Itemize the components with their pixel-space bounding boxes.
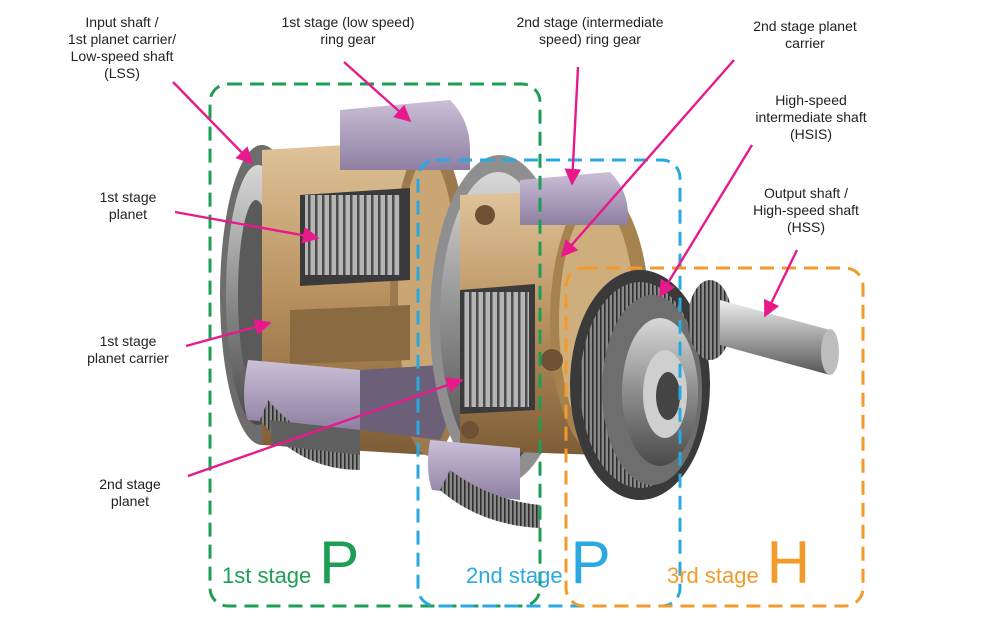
label-planet-1: 1st stage planet [99,189,157,222]
stage3-label: 3rd stage H [667,528,810,597]
stage2-word: 2nd stage [466,563,563,588]
arrow-hsis [658,144,754,298]
label-ring-gear-1: 1st stage (low speed) ring gear [281,14,415,47]
stage1-letter: P [319,529,360,596]
label-input-shaft: Input shaft / 1st planet carrier/ Low-sp… [67,14,177,81]
stage3-assembly [570,270,839,500]
stage3-letter: H [766,529,811,596]
stage1-assembly [220,100,470,470]
arrow-input-shaft [172,81,254,165]
stage2-box [416,158,682,608]
stage2-planet-gear [464,292,529,407]
arrow-planet-2 [187,377,464,478]
stage1-word: 1st stage [222,563,312,588]
stage1-planet-gear [305,195,400,275]
label-hsis: High-speed intermediate shaft (HSIS) [755,92,867,142]
arrow-ring-gear-1 [343,61,412,123]
arrow-planet-carrier-2 [560,59,735,258]
arrow-ring-gear-2 [564,66,582,186]
stage1-label: 1st stage P [222,528,359,597]
output-shaft [720,300,830,375]
arrow-planet-1 [174,210,320,244]
label-planet-2: 2nd stage planet [99,476,161,509]
stage3-word: 3rd stage [667,563,759,588]
stage3-box [564,266,865,608]
label-output-shaft: Output shaft / High-speed shaft (HSS) [753,185,859,235]
label-planet-carrier-1: 1st stage planet carrier [87,333,169,366]
stage1-ring-gear-top [340,100,470,170]
label-planet-carrier-2: 2nd stage planet carrier [753,18,857,51]
arrow-planet-carrier-1 [185,318,272,348]
stage2-letter: P [570,529,611,596]
arrow-output-shaft [763,249,799,318]
stage2-label: 2nd stage P [466,528,611,597]
label-ring-gear-2: 2nd stage (intermediate speed) ring gear [516,14,664,47]
